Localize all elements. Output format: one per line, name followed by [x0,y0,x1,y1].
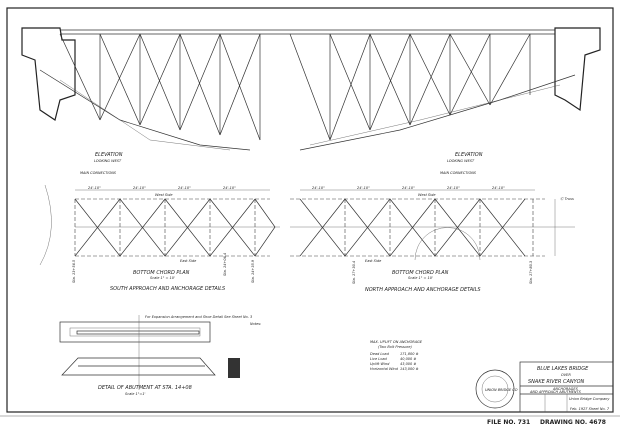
north-west-side: West Side [418,193,436,197]
north-dim-2: 24'-10" [357,186,370,190]
north-station-2: Sta. 17+80.3 [529,261,533,284]
south-station-3: Sta. 14+35.9 [251,259,255,283]
uplift-title: MAX. UPLIFT ON ANCHORAGE [370,340,423,344]
uplift-row-label: Live Load [370,357,387,361]
abutment-detail: For Expansion Arrangement and Shoe Detai… [59,315,261,396]
south-section-title: SOUTH APPROACH AND ANCHORAGE DETAILS [110,286,226,292]
title-line-2: OVER [561,373,571,377]
south-east-side: East Side [180,259,196,263]
north-elevation-subtitle: LOOKING WEST [447,159,475,163]
title-line-4: ANCHORAGES [552,387,579,391]
north-dim-3: 24'-10" [402,186,415,190]
seal-text: UNION BRIDGE CO [485,388,518,392]
uplift-row-value: 143,000 # [400,367,419,371]
title-block: BLUE LAKES BRIDGE OVER SNAKE RIVER CANYO… [519,361,614,413]
title-line-5: AND APPROACH ABUTMENTS [529,390,582,394]
north-station-1: Sta. 17+30.4 [352,261,356,284]
south-elevation-title: ELEVATION [95,152,123,158]
south-elevation-subtitle: LOOKING WEST [94,159,122,163]
south-bottom-chord-plan: 24'-10" 24'-10" 24'-10" 24'-10" West Sid… [39,184,280,292]
title-line-3: SNAKE RIVER CANYON [528,379,585,385]
north-east-side: East Side [365,259,381,263]
file-number: FILE NO. 731 [487,419,530,426]
uplift-row-value: 40,000 # [400,357,416,361]
north-elevation: ELEVATION LOOKING WEST MAIN CONNECTIONS [289,27,601,175]
south-plan-title: BOTTOM CHORD PLAN [133,270,190,276]
south-dim-1: 24'-10" [88,186,101,190]
uplift-table: MAX. UPLIFT ON ANCHORAGE (Two Bolt Press… [370,340,423,371]
north-dim-1: 24'-10" [312,186,325,190]
uplift-row-value: 43,000 # [400,362,416,366]
south-west-side: West Side [155,193,173,197]
south-station-1: Sta. 13+56.5 [72,259,76,283]
south-dim-2: 24'-10" [133,186,146,190]
uplift-row-label: Dead Load [370,352,390,356]
drawing-border [6,7,614,413]
uplift-row-value: 171,800 # [400,352,419,356]
north-section-title: NORTH APPROACH AND ANCHORAGE DETAILS [365,287,481,293]
title-company: Union Bridge Company [569,397,610,401]
north-elevation-title: ELEVATION [455,152,483,158]
abutment-note: For Expansion Arrangement and Shoe Detai… [145,315,252,319]
uplift-row-label: Uplift Wind [370,362,390,366]
drawing-number: DRAWING NO. 4678 [540,419,606,426]
south-plan-scale: Scale 1" = 10' [150,276,175,280]
south-elevation: ELEVATION LOOKING WEST MAIN CONNECTIONS [21,27,290,175]
title-line-1: BLUE LAKES BRIDGE [537,366,589,372]
north-dim-4: 24'-10" [447,186,460,190]
title-sheet: Feb. 1927 Sheet No. 7 [570,407,610,411]
north-truss-label: Ⓒ Truss [560,197,574,201]
south-station-2: Sta. 14+06.4 [223,253,227,276]
north-dim-5: 24'-10" [492,186,505,190]
south-dim-4: 24'-10" [223,186,236,190]
abutment-section-hatch [228,358,240,378]
south-elevation-note: MAIN CONNECTIONS [80,171,117,175]
company-seal: UNION BRIDGE CO [475,369,518,409]
abutment-scale: Scale 1"=1' [125,392,146,396]
uplift-subtitle: (Two Bolt Pressure) [378,345,412,349]
north-plan-title: BOTTOM CHORD PLAN [392,270,449,276]
north-bottom-chord-plan: 24'-10" 24'-10" 24'-10" 24'-10" 24'-10" … [290,186,575,293]
uplift-row-label: Horizontal Wind [370,367,399,371]
abutment-title: DETAIL OF ABUTMENT AT STA. 14+08 [98,385,192,391]
south-dim-3: 24'-10" [178,186,191,190]
abutment-notes-label: Notes: [250,322,261,326]
north-plan-scale: Scale 1" = 10' [408,276,433,280]
north-elevation-note: MAIN CONNECTIONS [440,171,477,175]
